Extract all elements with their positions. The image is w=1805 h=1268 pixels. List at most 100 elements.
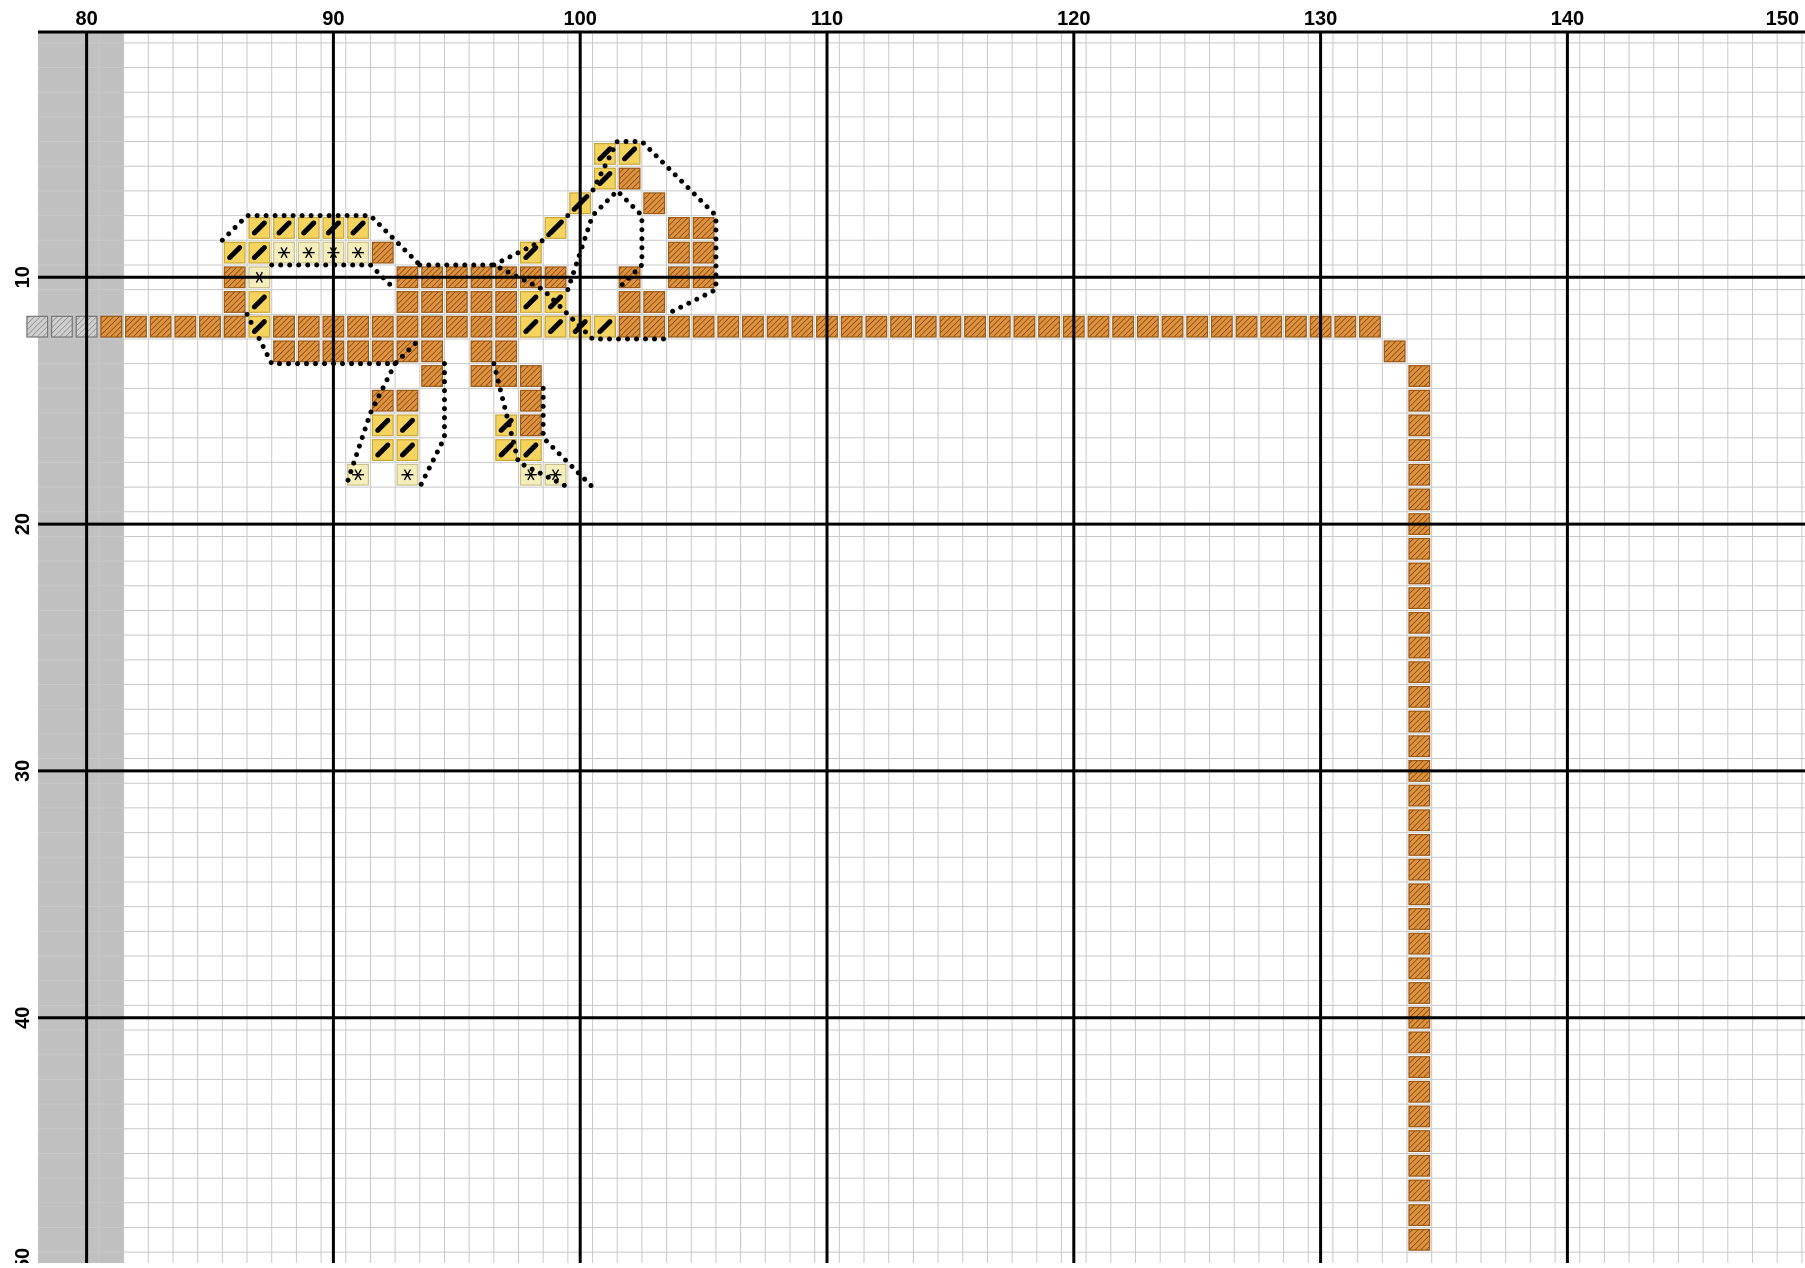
orange-stitch — [1261, 316, 1282, 337]
orange-stitch — [1409, 1081, 1430, 1102]
orange-stitch — [422, 366, 443, 387]
orange-stitch — [126, 316, 147, 337]
orange-stitch — [496, 292, 517, 313]
orange-stitch — [224, 316, 245, 337]
row-label-10: 10 — [12, 266, 34, 288]
orange-stitch — [1014, 316, 1035, 337]
orange-stitch — [1409, 563, 1430, 584]
orange-stitch — [669, 218, 690, 239]
orange-stitch — [150, 316, 171, 337]
orange-stitch — [1113, 316, 1134, 337]
column-label-130: 130 — [1304, 8, 1337, 30]
orange-stitch — [1409, 933, 1430, 954]
orange-stitch — [1138, 316, 1159, 337]
orange-stitch — [471, 316, 492, 337]
orange-stitch — [1335, 316, 1356, 337]
orange-stitch — [397, 316, 418, 337]
orange-stitch — [348, 341, 369, 362]
orange-stitch — [1409, 390, 1430, 411]
orange-stitch — [422, 341, 443, 362]
orange-stitch — [372, 242, 393, 263]
orange-stitch — [1409, 637, 1430, 658]
column-label-140: 140 — [1551, 8, 1584, 30]
orange-stitch — [1409, 662, 1430, 683]
orange-stitch — [224, 292, 245, 313]
orange-stitch — [1409, 958, 1430, 979]
orange-stitch — [200, 316, 221, 337]
orange-stitch — [1409, 415, 1430, 436]
orange-stitch — [619, 168, 640, 189]
orange-stitch — [372, 316, 393, 337]
orange-stitch — [1409, 983, 1430, 1004]
orange-stitch — [1409, 859, 1430, 880]
orange-stitch — [743, 316, 764, 337]
orange-stitch — [792, 316, 813, 337]
orange-stitch — [915, 316, 936, 337]
margin-stitch — [52, 316, 73, 337]
orange-stitch — [1409, 464, 1430, 485]
orange-stitch — [1409, 711, 1430, 732]
orange-stitch — [446, 316, 467, 337]
orange-stitch — [965, 316, 986, 337]
orange-stitch — [471, 366, 492, 387]
orange-stitch — [471, 341, 492, 362]
orange-stitch — [1409, 1205, 1430, 1226]
orange-stitch — [1409, 588, 1430, 609]
orange-stitch — [1409, 1057, 1430, 1078]
orange-stitch — [1162, 316, 1183, 337]
orange-stitch — [693, 218, 714, 239]
orange-stitch — [521, 366, 542, 387]
orange-stitch — [767, 316, 788, 337]
orange-stitch — [1409, 736, 1430, 757]
orange-stitch — [496, 341, 517, 362]
margin-band — [38, 32, 124, 1263]
column-label-150: 150 — [1766, 8, 1799, 30]
orange-stitch — [521, 390, 542, 411]
orange-stitch — [274, 341, 295, 362]
orange-stitch — [1409, 489, 1430, 510]
column-label-90: 90 — [322, 8, 344, 30]
orange-stitch — [521, 415, 542, 436]
orange-stitch — [1409, 1155, 1430, 1176]
column-label-110: 110 — [811, 8, 843, 30]
orange-stitch — [496, 316, 517, 337]
orange-stitch — [669, 242, 690, 263]
orange-stitch — [1236, 316, 1257, 337]
orange-stitch — [1409, 612, 1430, 633]
margin-stitch — [27, 316, 48, 337]
orange-stitch — [372, 390, 393, 411]
orange-stitch — [422, 316, 443, 337]
orange-stitch — [372, 341, 393, 362]
orange-stitch — [644, 292, 665, 313]
row-label-40: 40 — [12, 1007, 34, 1029]
orange-stitch — [348, 316, 369, 337]
row-label-20: 20 — [12, 513, 34, 535]
orange-stitch — [101, 316, 122, 337]
orange-stitch — [397, 292, 418, 313]
margin-band-layer — [38, 32, 124, 1263]
column-label-80: 80 — [75, 8, 97, 30]
orange-stitch — [1286, 316, 1307, 337]
column-label-100: 100 — [564, 8, 597, 30]
orange-stitch — [1187, 316, 1208, 337]
row-label-50: 50 — [12, 1248, 34, 1263]
orange-stitch — [1409, 1131, 1430, 1152]
orange-stitch — [841, 316, 862, 337]
orange-stitch — [471, 292, 492, 313]
orange-stitch — [693, 316, 714, 337]
orange-stitch — [1384, 341, 1405, 362]
orange-stitch — [1409, 1180, 1430, 1201]
orange-stitch — [644, 316, 665, 337]
orange-stitch — [866, 316, 887, 337]
orange-stitch — [1409, 810, 1430, 831]
orange-stitch — [1360, 316, 1381, 337]
orange-stitch — [298, 316, 319, 337]
orange-stitch — [989, 316, 1010, 337]
column-label-120: 120 — [1057, 8, 1090, 30]
orange-stitch — [1409, 835, 1430, 856]
orange-stitch — [1409, 785, 1430, 806]
row-label-30: 30 — [12, 760, 34, 782]
